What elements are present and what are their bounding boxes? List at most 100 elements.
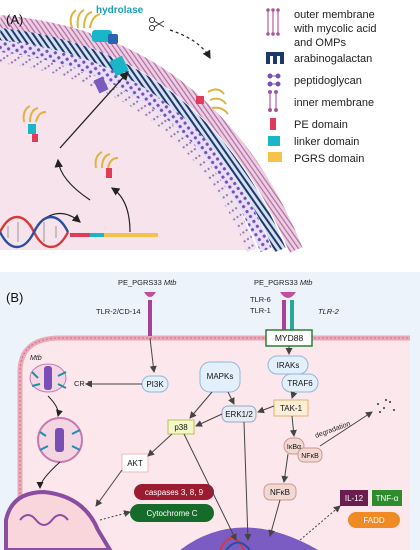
panel-a-label: (A) bbox=[6, 12, 23, 27]
pe-pgrs33-right-text: PE_PGRS33 bbox=[254, 278, 298, 287]
degraded-fragments-icon bbox=[377, 399, 395, 413]
pe-pgrs-cleaved-icon bbox=[69, 9, 118, 44]
inner-membrane-icon bbox=[268, 90, 278, 112]
arrow-tak1-ikba bbox=[289, 415, 297, 437]
mtb-right-text: Mtb bbox=[300, 278, 313, 287]
gene-bar bbox=[70, 233, 158, 237]
p38-label: p38 bbox=[174, 423, 188, 432]
akt-label: AKT bbox=[127, 459, 143, 468]
cr3-label: CR-3 bbox=[74, 379, 92, 388]
arrow-nfkb-nucleus bbox=[268, 499, 281, 537]
host-cell-membrane-dots bbox=[19, 337, 410, 550]
legend-peptidoglycan: peptidoglycan bbox=[294, 75, 362, 87]
arrow-mapks-erk bbox=[227, 391, 235, 405]
inner-membrane-layer bbox=[0, 53, 257, 252]
mapks-box bbox=[199, 361, 241, 393]
arrow-mito-cytochrome bbox=[99, 510, 131, 521]
arrow-p38-akt bbox=[147, 433, 173, 457]
legend-pe-domain: PE domain bbox=[294, 119, 348, 131]
linker-domain-swatch bbox=[268, 136, 280, 146]
tlr6-label: TLR-6 bbox=[250, 295, 271, 304]
iraks-label: IRAKs bbox=[277, 361, 300, 370]
akt-box bbox=[121, 453, 149, 473]
arrow-erk-nucleus bbox=[243, 421, 252, 541]
traf6-label: TRAF6 bbox=[287, 379, 313, 388]
tlr2-cd14-receptor-icon bbox=[144, 292, 156, 336]
export-arrow bbox=[59, 71, 129, 149]
nfkb-complex-label: NFκB bbox=[301, 453, 319, 460]
arrow-tlr2-pi3k bbox=[149, 337, 157, 373]
arabinogalactan-layer bbox=[0, 28, 286, 253]
pe-pgrs-protein-2 bbox=[94, 151, 119, 178]
tlr2-label: TLR-2 bbox=[318, 307, 340, 316]
panel-b-label: (B) bbox=[6, 290, 23, 305]
mtb-entry-icon bbox=[29, 363, 67, 393]
peptidoglycan-icon bbox=[267, 73, 281, 87]
pathway-arrows bbox=[85, 337, 373, 541]
pgrs-domain-swatch bbox=[268, 152, 282, 162]
folding-arrow-1 bbox=[54, 158, 91, 201]
folding-arrow-2 bbox=[111, 187, 131, 233]
pe-domain-swatch bbox=[270, 118, 276, 130]
legend-outer-membrane: outer membrane with mycolic acid and OMP… bbox=[293, 9, 380, 49]
il12-label: IL-12 bbox=[345, 494, 364, 503]
cytochrome-box bbox=[130, 504, 214, 522]
nfkb-label: NFκB bbox=[270, 488, 290, 497]
arrow-erk-p38 bbox=[195, 413, 223, 427]
erk12-label: ERK1/2 bbox=[225, 410, 253, 419]
arrow-mapks-p38 bbox=[189, 391, 213, 419]
fadd-label: FADD bbox=[363, 516, 385, 525]
legend-outer-membrane-l2: with mycolic acid bbox=[293, 23, 377, 35]
outer-membrane-layer bbox=[0, 15, 303, 253]
legend-linker-domain: linker domain bbox=[294, 136, 359, 148]
il12-box bbox=[340, 490, 368, 506]
arrow-p38-nucleus bbox=[183, 433, 237, 541]
arrow-traf6-tak1 bbox=[290, 391, 298, 399]
pe-pgrs-protein-1 bbox=[22, 105, 47, 142]
legend-pgrs-domain: PGRS domain bbox=[294, 153, 364, 165]
peptidoglycan-layer bbox=[0, 40, 272, 253]
tnfa-label: TNF-α bbox=[376, 494, 399, 503]
ikba-label: IκBα bbox=[287, 444, 301, 451]
pe-pgrs33-left-text: PE_PGRS33 bbox=[118, 278, 162, 287]
panel-b: (B) PE_PGRS33 Mtb TLR-2/CD-14 PE_PGRS33 … bbox=[0, 272, 420, 550]
p38-box bbox=[167, 419, 195, 435]
tlr-receptor-complex-icon bbox=[280, 292, 296, 332]
phagosome-to-mito-arrow bbox=[36, 461, 61, 489]
arrow-tak1-erk bbox=[257, 405, 275, 414]
dashed-release-arrow bbox=[169, 29, 211, 60]
mtb-left-text: Mtb bbox=[164, 278, 177, 287]
cytochrome-label: Cytochrome C bbox=[146, 509, 197, 518]
phagosome-icon bbox=[37, 417, 83, 463]
fadd-box bbox=[348, 512, 400, 528]
mitochondrion-icon bbox=[3, 489, 113, 550]
pe-pgrs33-right-label: PE_PGRS33 Mtb bbox=[254, 278, 312, 287]
arrow-degradation bbox=[319, 411, 373, 447]
legend-inner-membrane: inner membrane bbox=[294, 97, 374, 109]
outer-membrane-icon bbox=[266, 8, 280, 36]
pi3k-label: PI3K bbox=[146, 380, 164, 389]
ikba-nfkb-complex bbox=[283, 437, 323, 463]
dna-icon bbox=[0, 215, 70, 249]
tlr2-cd14-label: TLR-2/CD-14 bbox=[96, 307, 141, 316]
tlr1-label: TLR-1 bbox=[250, 306, 271, 315]
pe-pgrs33-left-label: PE_PGRS33 Mtb bbox=[118, 278, 176, 287]
legend-outer-membrane-l3: and OMPs bbox=[294, 37, 346, 49]
tak1-label: TAK-1 bbox=[280, 404, 303, 413]
scissors-icon bbox=[149, 17, 165, 31]
caspases-label: caspases 3, 8, 9 bbox=[145, 488, 204, 497]
arabinogalactan-icon bbox=[266, 52, 284, 64]
membrane-protein-icon bbox=[93, 76, 109, 94]
caspases-box bbox=[134, 484, 214, 500]
pe-pgrs-surface-icon bbox=[196, 88, 229, 115]
legend-outer-membrane-l1: outer membrane bbox=[294, 9, 375, 21]
hydrolase-label: hydrolase bbox=[96, 5, 144, 16]
tnfa-box bbox=[372, 490, 402, 506]
mtb-phagosome-label: Mtb bbox=[30, 355, 42, 362]
arrow-ikba-nfkb bbox=[281, 453, 289, 483]
tak1-box bbox=[273, 399, 309, 417]
mapks-label: MAPKs bbox=[207, 372, 234, 381]
myd88-label: MYD88 bbox=[275, 333, 304, 343]
panel-a: (A) hydrolase bbox=[0, 5, 380, 253]
